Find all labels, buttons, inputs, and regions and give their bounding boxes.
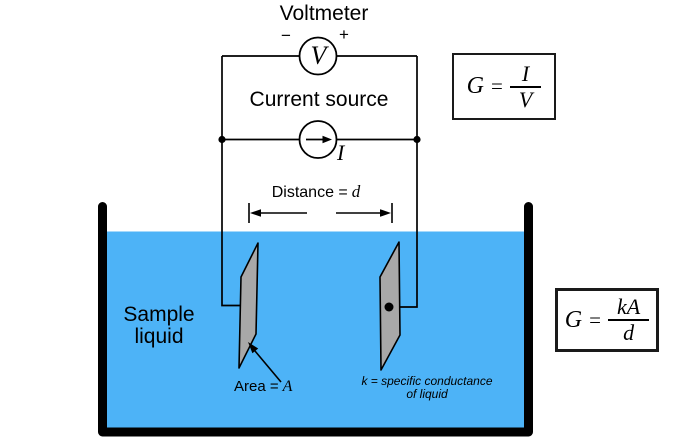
tank-wall <box>98 202 533 437</box>
distance-label-text: Distance = <box>271 184 348 201</box>
distance-variable: d <box>351 182 361 201</box>
formula-box-conductance-voltage: G = I V <box>452 53 556 120</box>
formula-box-cell-constant: G = kA d <box>555 288 659 352</box>
distance-label: Distance =d <box>238 182 394 202</box>
area-variable: A <box>282 378 293 395</box>
plate-connection-dot <box>384 302 394 312</box>
area-label-text: Area = <box>234 378 279 395</box>
voltmeter-v-symbol: V <box>310 41 327 70</box>
formula1-lhs: G <box>466 73 485 99</box>
sample-liquid-label: Sample liquid <box>97 304 221 348</box>
formula1-denominator: V <box>509 85 542 112</box>
sample-liquid-label-line1: Sample <box>123 303 195 326</box>
junction-dot-right <box>413 135 421 144</box>
formula2-numerator: kA <box>616 294 641 319</box>
formula2-equals: = <box>589 307 601 332</box>
left-electrode-plate <box>238 242 259 369</box>
sample-liquid-fill <box>106 231 525 429</box>
voltmeter-minus-sign: − <box>281 26 291 45</box>
specific-conductance-note-line2: of liquid <box>406 387 448 401</box>
current-direction-arrowhead <box>322 135 332 144</box>
voltmeter-label: Voltmeter <box>279 2 369 25</box>
junction-dot-left <box>218 135 226 144</box>
sample-liquid-label-line2: liquid <box>134 325 184 348</box>
voltmeter-plus-sign: + <box>339 25 349 44</box>
dimension-arrowhead-left <box>250 209 261 217</box>
dimension-arrowhead-right <box>380 209 391 217</box>
area-label: Area =A <box>234 378 292 396</box>
current-source-label: Current source <box>249 88 389 111</box>
voltmeter-symbol-circle <box>298 36 338 76</box>
formula2-fraction: kA d <box>607 294 650 345</box>
formula2-lhs: G <box>564 306 583 333</box>
formula1-numerator: I <box>521 60 530 86</box>
formula1-equals: = <box>491 74 503 98</box>
area-callout-arrowhead <box>248 342 259 354</box>
formula2-denominator: d <box>607 319 650 345</box>
current-i-symbol: I <box>337 140 345 165</box>
specific-conductance-note: k = specific conductance of liquid <box>350 375 504 401</box>
area-callout-line <box>254 350 282 383</box>
specific-conductance-note-line1: k = specific conductance <box>361 374 493 388</box>
formula1-fraction: I V <box>509 60 542 112</box>
